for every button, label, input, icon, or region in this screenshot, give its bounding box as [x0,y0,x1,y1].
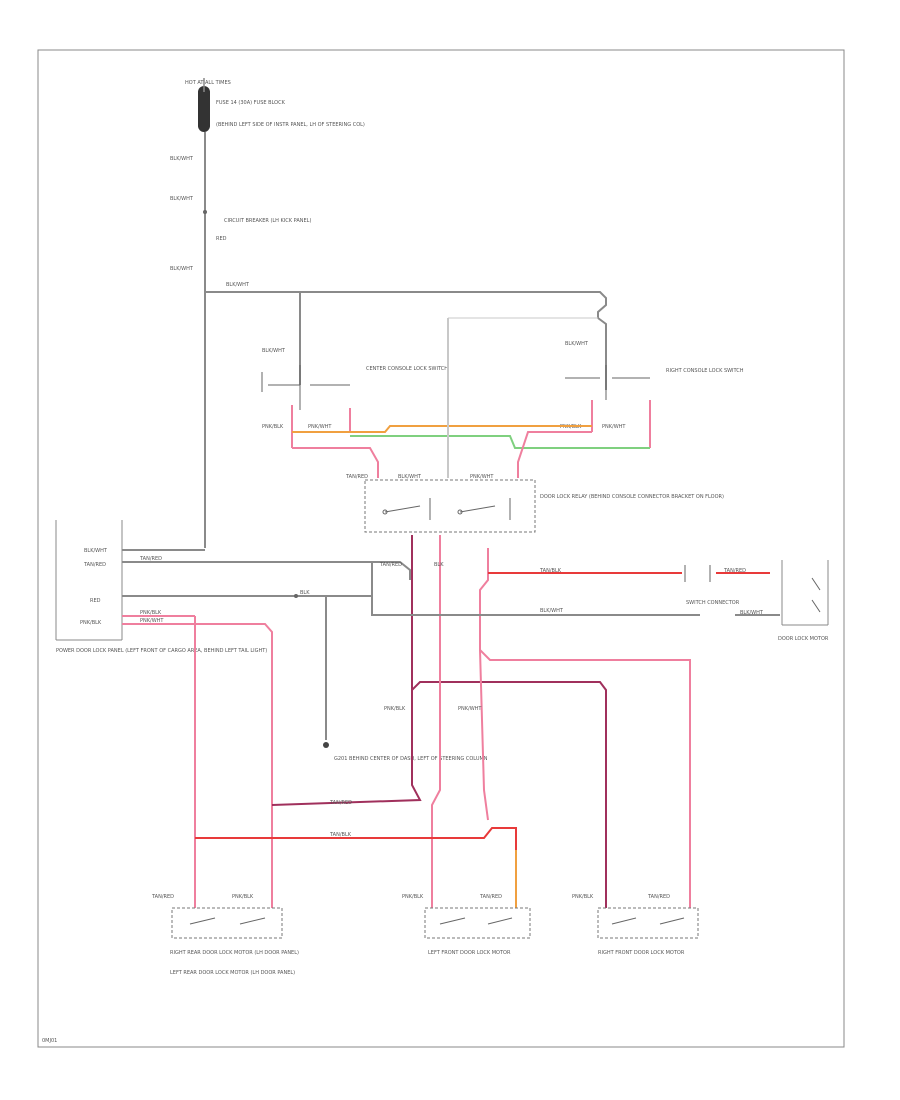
left-front-motor-box [424,907,531,939]
wire-top-bus [204,285,607,390]
wire-label-blk-wht-1: BLK/WHT [170,156,194,162]
switch-connector-label: SWITCH CONNECTOR [686,600,740,606]
wire-label-pnk-blk-lf: PNK/BLK [402,894,424,900]
panel-label-blk-wht: BLK/WHT [84,548,108,554]
wire-label-tan-blk-mid: TAN/BLK [329,832,352,838]
wire-panel-tan-red [122,561,411,580]
wire-relay-out-1b [271,690,422,806]
center-console-switch [261,365,350,410]
wire-label-tan-red-relay-out: TAN/RED [379,562,402,568]
right-front-motor-label: RIGHT FRONT DOOR LOCK MOTOR [598,950,685,956]
wire-panel-pnk-2 [122,623,273,908]
wire-cross-green [350,435,650,449]
ground-point [323,742,329,748]
wire-panel-red [122,595,490,616]
fuse-block [198,78,210,132]
wire-label-pnk-wht-csw: PNK/WHT [308,424,332,430]
wire-label-blk-wht-right: BLK/WHT [540,608,564,614]
wire-relay-out-1 [411,535,607,908]
wire-label-tan-red-relay: TAN/RED [345,474,368,480]
right-front-motor-box [597,907,699,939]
panel-label-pnk-blk: PNK/BLK [80,620,102,626]
wire-label-pnk-blk-panel: PNK/BLK [140,610,162,616]
wire-label-pnk-wht-relay: PNK/WHT [470,474,494,480]
panel-label-red: RED [90,598,101,604]
splice-ground [294,594,298,598]
wire-relay-out-3 [479,548,691,908]
wire-label-tan-red-rf: TAN/RED [647,894,670,900]
door-lock-relay [364,479,536,533]
wire-cross-pink [292,447,379,478]
door-lock-relay-label: DOOR LOCK RELAY (BEHIND CONSOLE CONNECTO… [540,494,724,500]
wire-label-tan-red-panel: TAN/RED [139,556,162,562]
wire-cross-pink-2 [517,431,592,478]
panel-label-tan-red: TAN/RED [83,562,106,568]
fuse-location-label: (BEHIND LEFT SIDE OF INSTR PANEL, LH OF … [216,122,365,128]
wire-label-red-cb: RED [216,236,227,242]
wire-label-blk-relay-out: BLK [434,562,444,568]
wire-label-blk-wht-3: BLK/WHT [170,266,194,272]
door-lock-panel [55,520,123,641]
wire-cross-orange [292,425,592,433]
door-lock-panel-label: POWER DOOR LOCK PANEL (LEFT FRONT OF CAR… [56,648,267,654]
wire-label-tan-red-right2: TAN/RED [723,568,746,574]
wire-label-blk: BLK [300,590,310,596]
wire-relay-out-2 [431,535,441,908]
wire-label-blk-wht-relay: BLK/WHT [398,474,422,480]
wire-label-blk-wht-rsw: BLK/WHT [565,341,589,347]
right-console-switch-label: RIGHT CONSOLE LOCK SWITCH [666,368,744,374]
wire-label-blk-wht-right2: BLK/WHT [740,610,764,616]
left-front-motor-label: LEFT FRONT DOOR LOCK MOTOR [428,950,511,956]
wire-label-pnk-wht-panel: PNK/WHT [140,618,164,624]
wire-label-blk-wht-csw: BLK/WHT [262,348,286,354]
wire-label-pnk-blk-csw: PNK/BLK [262,424,284,430]
right-rear-motor-label: RIGHT REAR DOOR LOCK MOTOR (LH DOOR PANE… [170,950,299,956]
left-rear-motor-box [171,907,283,939]
right-motor-contact [684,565,711,582]
wire-right-blk-wht [371,562,700,616]
wire-label-pnk-blk-down: PNK/BLK [384,706,406,712]
right-door-lock-motor [781,560,829,626]
footer-code: 0MJ01 [42,1038,57,1044]
wire-label-blk-wht-2: BLK/WHT [170,196,194,202]
wire-label-pnk-wht-rsw: PNK/WHT [602,424,626,430]
relay-contacts [382,498,511,520]
wire-label-tan-red-lr: TAN/RED [151,894,174,900]
hot-at-all-times-label: HOT AT ALL TIMES [185,80,231,86]
circuit-breaker-label: CIRCUIT BREAKER (LH KICK PANEL) [224,218,311,224]
left-rear-motor-label: LEFT REAR DOOR LOCK MOTOR (LH DOOR PANEL… [170,970,295,976]
wire-relay-out-4 [479,649,489,821]
wire-label-tan-red-lf: TAN/RED [479,894,502,900]
diagram-frame [37,49,845,1048]
wire-label-tan-red-mid: TAN/RED [329,800,352,806]
wire-label-blk-wht-top: BLK/WHT [226,282,250,288]
wire-label-pnk-wht-down: PNK/WHT [458,706,482,712]
wire-label-tan-blk-right: TAN/BLK [539,568,562,574]
wire-label-pnk-blk-rf: PNK/BLK [572,894,594,900]
wire-label-pnk-blk-lr: PNK/BLK [232,894,254,900]
right-console-switch [565,365,650,400]
center-console-switch-label: CENTER CONSOLE LOCK SWITCH [366,366,448,372]
splice-dot [203,210,207,214]
fuse-label: FUSE 14 (30A) FUSE BLOCK [216,100,286,106]
door-lock-motor-right-label: DOOR LOCK MOTOR [778,636,829,642]
ground-label: G201 BEHIND CENTER OF DASH, LEFT OF STEE… [334,756,488,762]
